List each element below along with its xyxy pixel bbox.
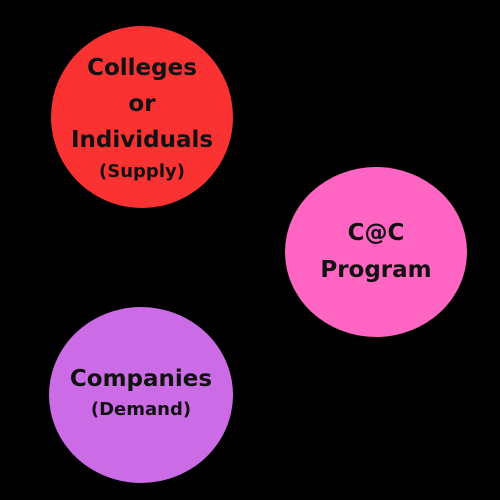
demand-node-sublabel: (Demand) — [90, 399, 192, 420]
demand-node: Companies (Demand) — [49, 307, 233, 483]
program-node-label-line-1: C@C — [347, 220, 405, 246]
supply-node: Colleges or Individuals (Supply) — [51, 26, 233, 208]
demand-node-label-line-1: Companies — [69, 366, 213, 392]
supply-node-sublabel: (Supply) — [99, 161, 185, 182]
supply-node-label-line-3: Individuals — [70, 127, 214, 153]
program-node: C@C Program — [285, 167, 467, 337]
supply-node-label-line-1: Colleges — [87, 55, 197, 81]
program-node-label-line-2: Program — [320, 257, 432, 283]
supply-node-label-line-2: or — [128, 91, 156, 117]
